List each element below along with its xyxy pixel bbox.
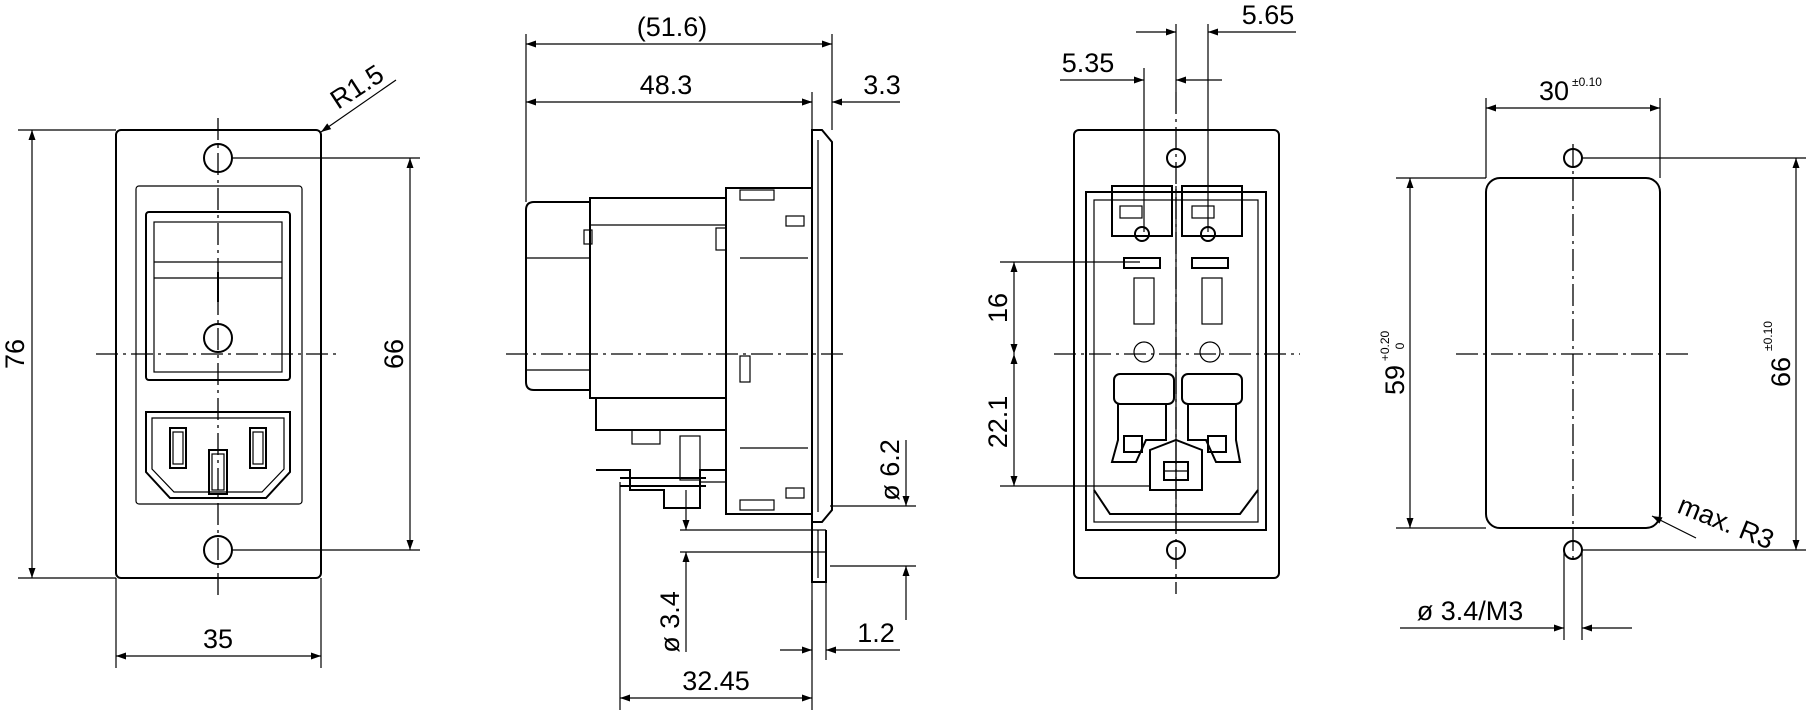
rear-lower-label: 22.1 bbox=[983, 396, 1013, 449]
side-pin-label: 32.45 bbox=[682, 666, 750, 696]
side-middle-body bbox=[589, 197, 727, 399]
rear-upper-label: 16 bbox=[983, 293, 1013, 323]
side-front-body bbox=[725, 187, 813, 515]
rear-terminal-left bbox=[1110, 185, 1175, 463]
front-view: 76 66 35 R1.5 bbox=[0, 59, 420, 668]
front-height-label: 76 bbox=[0, 339, 30, 369]
side-flange-label: 3.3 bbox=[863, 70, 901, 100]
rear-terminal-right bbox=[1181, 185, 1243, 463]
side-view: (51.6) 48.3 3.3 ø 6.2 ø 3.4 1.2 32.45 bbox=[506, 12, 916, 710]
cutout-hole-spacing-tolerance: ±0.10 bbox=[1761, 321, 1775, 351]
cutout-radius-label: max. R3 bbox=[1674, 490, 1778, 555]
cutout-hole-spacing-label: 66 bbox=[1766, 357, 1796, 387]
rear-earth-terminal bbox=[1149, 438, 1203, 491]
cutout-width-tolerance: ±0.10 bbox=[1572, 75, 1602, 89]
cutout-hole-label: ø 3.4/M3 bbox=[1417, 596, 1524, 626]
rear-right-offset-label: 5.65 bbox=[1242, 0, 1295, 30]
cutout-height-label: 59 bbox=[1380, 365, 1410, 395]
side-bump-label: ø 6.2 bbox=[875, 439, 905, 501]
rear-view: 5.35 5.65 16 22.1 bbox=[983, 0, 1300, 594]
cutout-width-label: 30 bbox=[1539, 76, 1569, 106]
cutout-height-tolerance-lower: 0 bbox=[1393, 342, 1407, 349]
side-hole-label: ø 3.4 bbox=[655, 591, 685, 653]
front-width-label: 35 bbox=[203, 624, 233, 654]
inlet-pin-right bbox=[249, 427, 267, 469]
panel-cutout-view: 30 ±0.10 59 +0.20 0 66 ±0.10 max. R3 ø 3… bbox=[1378, 75, 1806, 640]
side-flange bbox=[811, 129, 833, 523]
iec-inlet-outline bbox=[145, 411, 291, 499]
off-symbol bbox=[203, 323, 233, 353]
side-rear-cap bbox=[525, 201, 591, 391]
front-hole-spacing-label: 66 bbox=[379, 339, 409, 369]
front-inner-frame bbox=[135, 185, 303, 505]
side-body-label: 48.3 bbox=[640, 70, 693, 100]
rear-left-offset-label: 5.35 bbox=[1062, 48, 1115, 78]
side-panel-label: 1.2 bbox=[857, 618, 895, 648]
side-overall-label: (51.6) bbox=[637, 12, 708, 42]
inlet-pin-left bbox=[169, 427, 187, 469]
cutout-height-tolerance-upper: +0.20 bbox=[1378, 330, 1392, 361]
cutout-outline bbox=[1485, 177, 1661, 529]
